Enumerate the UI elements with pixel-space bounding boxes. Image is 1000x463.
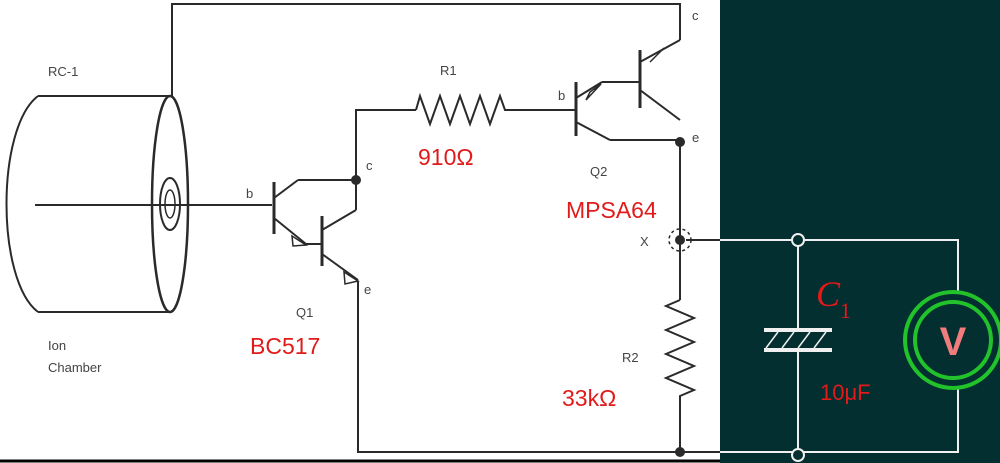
q1-label: Q1 [296, 305, 313, 320]
rc1-label: RC-1 [48, 64, 78, 79]
q1-collector-node [351, 175, 361, 185]
q2-base-label: b [558, 88, 565, 103]
q2-label: Q2 [590, 164, 607, 179]
r2-label: R2 [622, 350, 639, 365]
r1-label: R1 [440, 63, 457, 78]
top-wire [171, 3, 681, 96]
q2-collector-label: c [692, 8, 699, 23]
r2-resistor [663, 299, 697, 452]
measurement-circuit: V [720, 233, 1000, 462]
c1-subscript: 1 [840, 298, 851, 323]
c1-bottom-terminal [791, 448, 805, 462]
q1-collector-label: c [366, 158, 373, 173]
q2-transistor [574, 39, 681, 141]
node-x [675, 235, 685, 245]
c1-value: 10μF [820, 380, 871, 405]
voltmeter-icon: V [903, 290, 1000, 390]
ion-chamber [5, 94, 272, 314]
q2-part-number: MPSA64 [566, 197, 657, 223]
r1-value: 910Ω [418, 144, 474, 170]
r2-value: 33kΩ [562, 385, 616, 411]
ground-rail [357, 281, 680, 453]
q1-transistor [272, 179, 360, 285]
r1-resistor [415, 92, 576, 127]
c1-top-terminal [791, 233, 805, 247]
ion-label: Ion [48, 338, 66, 353]
c1-symbol: C [816, 274, 841, 314]
q1-emitter-label: e [364, 282, 371, 297]
q1-part-number: BC517 [250, 333, 320, 359]
voltmeter-letter: V [940, 320, 967, 364]
node-x-label: X [640, 234, 649, 249]
q1-base-label: b [246, 186, 253, 201]
q2-emitter-label: e [692, 130, 699, 145]
q1-collector-wire [355, 109, 416, 180]
chamber-label: Chamber [48, 360, 102, 375]
